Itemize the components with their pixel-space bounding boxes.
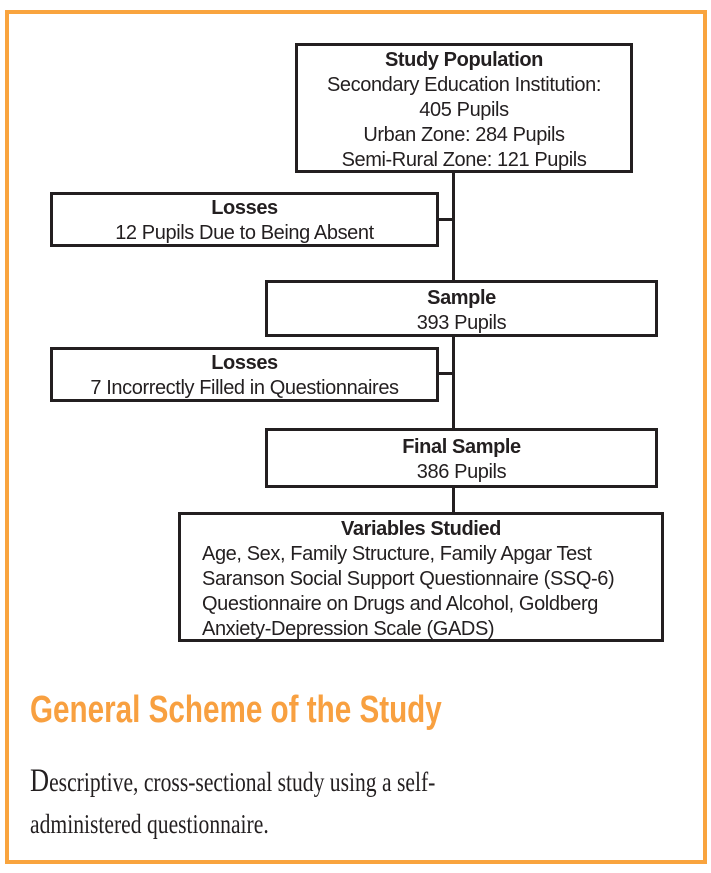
- variables-studied-title: Variables Studied: [341, 518, 501, 540]
- study-population-title: Study Population: [384, 49, 544, 71]
- study-population-line: Semi-Rural Zone: 121 Pupils: [341, 149, 587, 171]
- figure-caption-line: administered questionnaire.: [30, 809, 269, 839]
- study-population-line: 405 Pupils: [419, 99, 509, 121]
- figure-border-frame: [5, 10, 707, 864]
- losses-questionnaires-title: Losses: [211, 352, 278, 374]
- figure-heading: General Scheme of the Study: [30, 689, 442, 731]
- connector-study-to-sample: [452, 171, 455, 281]
- variables-studied-line: Questionnaire on Drugs and Alcohol, Gold…: [202, 593, 598, 615]
- connector-sample-to-final: [452, 335, 455, 429]
- sample-box: Sample 393 Pupils: [265, 280, 658, 337]
- losses-questionnaires-line: 7 Incorrectly Filled in Questionnaires: [90, 377, 399, 399]
- variables-studied-line: Saranson Social Support Questionnaire (S…: [202, 568, 615, 590]
- connector-losses1-stub: [437, 218, 455, 221]
- final-sample-line: 386 Pupils: [416, 461, 507, 483]
- study-population-line: Urban Zone: 284 Pupils: [363, 124, 565, 146]
- losses-absent-line: 12 Pupils Due to Being Absent: [115, 222, 374, 244]
- study-population-box: Study Population Secondary Education Ins…: [295, 43, 633, 173]
- final-sample-title: Final Sample: [402, 436, 521, 458]
- connector-losses2-stub: [437, 372, 455, 375]
- variables-studied-box: Variables Studied Age, Sex, Family Struc…: [178, 512, 664, 642]
- figure-caption-line: Descriptive, cross-sectional study using…: [30, 763, 436, 799]
- sample-line: 393 Pupils: [416, 312, 507, 334]
- variables-studied-line: Anxiety-Depression Scale (GADS): [202, 618, 495, 640]
- sample-title: Sample: [427, 287, 496, 309]
- figure-caption: Descriptive, cross-sectional study using…: [30, 760, 435, 845]
- connector-final-to-variables: [452, 486, 455, 513]
- losses-questionnaires-box: Losses 7 Incorrectly Filled in Questionn…: [50, 347, 439, 402]
- study-population-line: Secondary Education Institution:: [326, 74, 602, 96]
- variables-studied-line: Age, Sex, Family Structure, Family Apgar…: [202, 543, 592, 565]
- losses-absent-title: Losses: [211, 197, 278, 219]
- final-sample-box: Final Sample 386 Pupils: [265, 428, 658, 488]
- losses-absent-box: Losses 12 Pupils Due to Being Absent: [50, 192, 439, 247]
